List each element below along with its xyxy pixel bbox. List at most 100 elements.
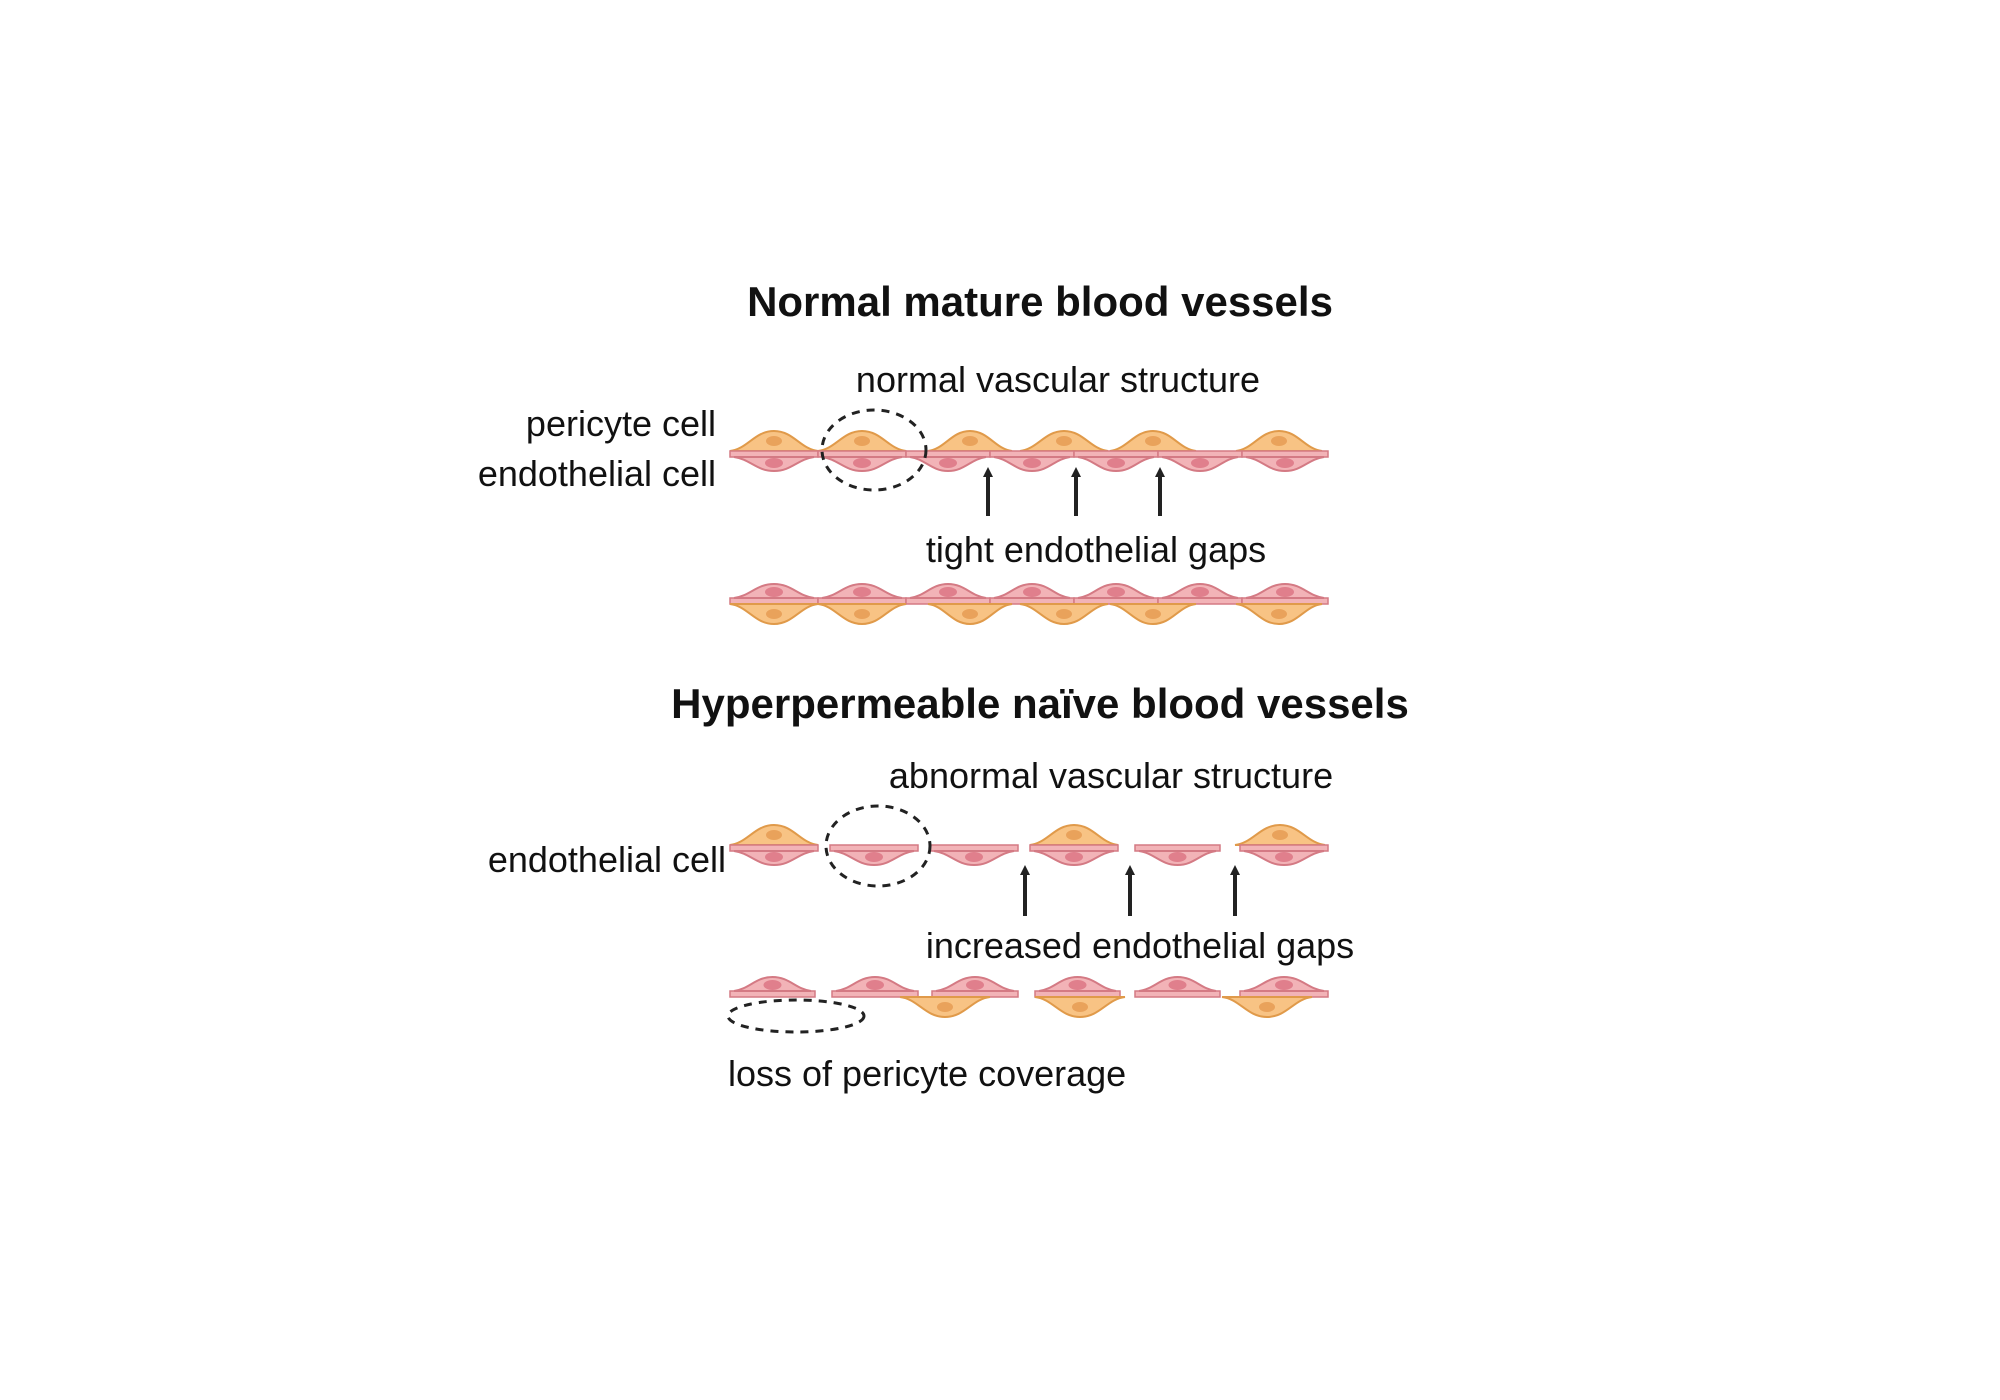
endothelial-nucleus [853, 587, 871, 597]
endothelial-cell [989, 582, 1075, 605]
endothelial-nucleus [1191, 587, 1209, 597]
endothelial-nucleus [1023, 458, 1041, 468]
tight-gaps-label: tight endothelial gaps [926, 529, 1266, 570]
endothelial-nucleus [965, 852, 983, 862]
pericyte-cell [1029, 823, 1119, 846]
pericyte-cell [1221, 996, 1313, 1019]
pericyte-nucleus [766, 436, 782, 446]
normal-highlight-circle [820, 408, 928, 492]
endothelial-cell [1241, 450, 1329, 473]
increased-gaps-label: increased endothelial gaps [926, 925, 1354, 966]
abnormal-bottom-vessel-wall [729, 975, 1329, 1019]
endothelial-cell [729, 844, 819, 867]
normal-gap-arrows [983, 467, 1165, 516]
abnormal-structure-label: abnormal vascular structure [889, 755, 1333, 796]
pericyte-nucleus [937, 1002, 953, 1012]
pericyte-nucleus [1271, 609, 1287, 619]
normal-bottom-vessel-wall [729, 582, 1329, 626]
pericyte-cell [817, 429, 907, 452]
endothelial-cell [1134, 844, 1221, 867]
endothelial-nucleus [1107, 587, 1125, 597]
endothelial-nucleus [1023, 587, 1041, 597]
pericyte-nucleus [1066, 830, 1082, 840]
endothelial-nucleus [866, 980, 884, 990]
pericyte-nucleus [1145, 436, 1161, 446]
endothelial-nucleus [1065, 852, 1083, 862]
pericyte-cell [1109, 429, 1197, 452]
endothelial-cell [831, 975, 919, 998]
pericyte-nucleus [766, 609, 782, 619]
endothelial-nucleus [1068, 980, 1087, 990]
endothelial-nucleus [1275, 852, 1293, 862]
normal-endothelial-label: endothelial cell [478, 453, 716, 494]
endothelial-cell [989, 450, 1075, 473]
endothelial-cell [1239, 844, 1329, 867]
pericyte-nucleus [854, 436, 870, 446]
endothelial-nucleus [765, 852, 783, 862]
pericyte-nucleus [962, 609, 978, 619]
normal-top-vessel-wall [729, 429, 1329, 473]
normal-structure-label: normal vascular structure [856, 359, 1260, 400]
pericyte-cell [899, 996, 991, 1019]
pericyte-cell [1034, 996, 1126, 1019]
endothelial-nucleus [1107, 458, 1125, 468]
pericyte-nucleus [1259, 1002, 1275, 1012]
pericyte-loss-label: loss of pericyte coverage [728, 1053, 1126, 1094]
pericyte-nucleus [854, 609, 870, 619]
endothelial-cell [929, 844, 1019, 867]
pericyte-cell [729, 823, 819, 846]
endothelial-nucleus [763, 980, 782, 990]
endothelial-nucleus [1276, 458, 1294, 468]
endothelial-cell [1073, 450, 1159, 473]
pericyte-cell [1109, 603, 1197, 626]
abnormal-title: Hyperpermeable naïve blood vessels [671, 680, 1409, 727]
abnormal-highlight-circle [824, 804, 932, 888]
abnormal-top-vessel-wall [729, 823, 1329, 867]
endothelial-cell [829, 844, 919, 867]
endothelial-nucleus [765, 458, 783, 468]
endothelial-cell [1239, 975, 1329, 998]
endothelial-nucleus [939, 458, 957, 468]
endothelial-cell [931, 975, 1019, 998]
endothelial-nucleus [853, 458, 871, 468]
endothelial-cell [905, 582, 991, 605]
pericyte-nucleus [766, 830, 782, 840]
pericyte-cell [817, 603, 907, 626]
endothelial-nucleus [1276, 587, 1294, 597]
endothelial-cell [1134, 975, 1221, 998]
abnormal-gap-arrows [1020, 865, 1240, 916]
endothelial-cell [1029, 844, 1119, 867]
endothelial-cell [729, 582, 819, 605]
endothelial-nucleus [765, 587, 783, 597]
pericyte-cell [1235, 603, 1323, 626]
pericyte-nucleus [1056, 436, 1072, 446]
endothelial-cell [1034, 975, 1121, 998]
pericyte-cell [729, 603, 819, 626]
pericyte-nucleus [1072, 1002, 1088, 1012]
pericyte-nucleus [962, 436, 978, 446]
pericyte-cell [1235, 429, 1323, 452]
pericyte-cell [1234, 823, 1326, 846]
endothelial-nucleus [1191, 458, 1209, 468]
pericyte-cell [927, 603, 1013, 626]
normal-title: Normal mature blood vessels [747, 278, 1333, 325]
endothelial-cell [729, 450, 819, 473]
pericyte-cell [927, 429, 1013, 452]
endothelial-nucleus [939, 587, 957, 597]
endothelial-cell [905, 450, 991, 473]
endothelial-cell [1073, 582, 1159, 605]
endothelial-cell [1157, 582, 1243, 605]
endothelial-cell [1157, 450, 1243, 473]
pericyte-nucleus [1056, 609, 1072, 619]
abnormal-endothelial-label: endothelial cell [488, 839, 726, 880]
pericyte-cell [729, 429, 819, 452]
pericyte-nucleus [1271, 436, 1287, 446]
endothelial-cell [817, 582, 907, 605]
endothelial-nucleus [1168, 980, 1187, 990]
endothelial-cell [729, 975, 816, 998]
endothelial-nucleus [1168, 852, 1187, 862]
endothelial-cell [1241, 582, 1329, 605]
endothelial-cell [817, 450, 907, 473]
pericyte-cell [1019, 603, 1109, 626]
